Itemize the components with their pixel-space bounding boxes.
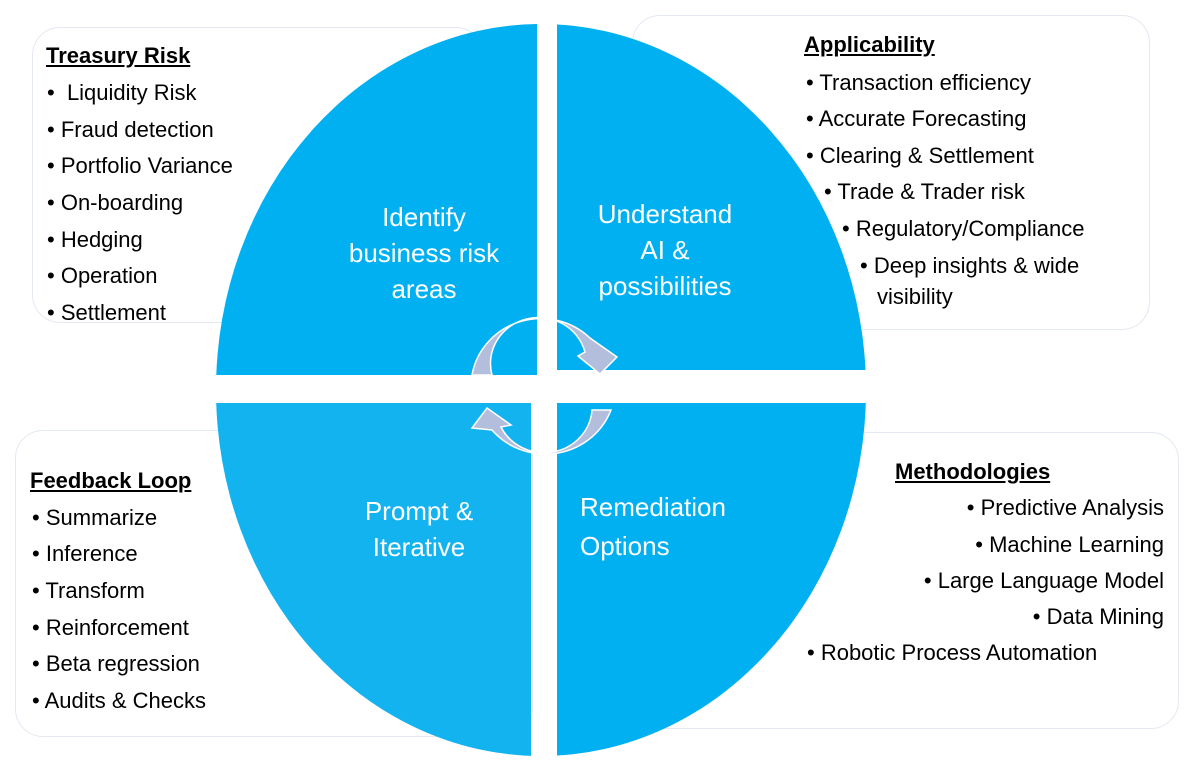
list-item: • Inference xyxy=(32,541,138,566)
methodologies-title: Methodologies xyxy=(895,459,1051,484)
list-item: • Robotic Process Automation xyxy=(807,640,1098,665)
label-line: Understand xyxy=(597,199,733,229)
list-item: • Large Language Model xyxy=(923,568,1164,593)
quadrant-bottom-left xyxy=(216,403,531,756)
label-line: Remediation xyxy=(580,492,726,522)
treasury-risk-title: Treasury Risk xyxy=(46,43,191,68)
label-line: Iterative xyxy=(372,532,466,562)
list-item: • Settlement xyxy=(47,300,166,325)
quadrant-top-left xyxy=(216,24,537,375)
quadrant-bottom-right xyxy=(557,403,866,756)
quadrant-label-top-left: Identify business risk areas xyxy=(324,199,524,307)
list-item: • Clearing & Settlement xyxy=(806,143,1034,168)
list-item: • Predictive Analysis xyxy=(966,495,1164,520)
list-item: • On-boarding xyxy=(47,190,184,215)
list-item: • Fraud detection xyxy=(47,117,214,142)
list-item: • Reinforcement xyxy=(32,615,189,640)
quadrant-label-top-right: Understand AI & possibilities xyxy=(565,196,765,304)
quadrant-label-bottom-right: Remediation Options xyxy=(580,488,726,566)
list-item: • Regulatory/Compliance xyxy=(842,216,1085,241)
list-item: • Operation xyxy=(47,263,158,288)
applicability-title: Applicability xyxy=(804,32,935,57)
label-line: Identify xyxy=(382,202,466,232)
label-line: Prompt & xyxy=(364,496,474,526)
list-item: • Deep insights & wide xyxy=(860,253,1080,278)
list-item: • Accurate Forecasting xyxy=(806,106,1027,131)
list-item: • Beta regression xyxy=(32,651,200,676)
list-item: • Liquidity Risk xyxy=(47,80,197,105)
feedback-loop-title: Feedback Loop xyxy=(30,468,192,493)
list-item: • Audits & Checks xyxy=(32,688,207,713)
cycle-arrow-top-icon xyxy=(471,316,619,376)
list-item: • Summarize xyxy=(32,505,158,530)
list-item-continuation: visibility xyxy=(877,284,953,309)
quadrant-label-bottom-left: Prompt & Iterative xyxy=(319,493,519,565)
label-line: business risk xyxy=(348,238,500,268)
list-item: • Transaction efficiency xyxy=(806,70,1031,95)
label-line: areas xyxy=(391,274,457,304)
list-item: • Trade & Trader risk xyxy=(824,179,1025,204)
cycle-arrow-bottom-icon xyxy=(470,406,613,455)
list-item: • Transform xyxy=(32,578,145,603)
label-line: possibilities xyxy=(598,271,732,301)
list-item: • Data Mining xyxy=(1032,604,1164,629)
list-item: • Hedging xyxy=(47,227,143,252)
label-line: Options xyxy=(580,531,670,561)
label-line: AI & xyxy=(640,235,690,265)
list-item: • Portfolio Variance xyxy=(47,153,233,178)
list-item: • Machine Learning xyxy=(975,532,1164,557)
quadrant-top-right xyxy=(557,24,866,370)
